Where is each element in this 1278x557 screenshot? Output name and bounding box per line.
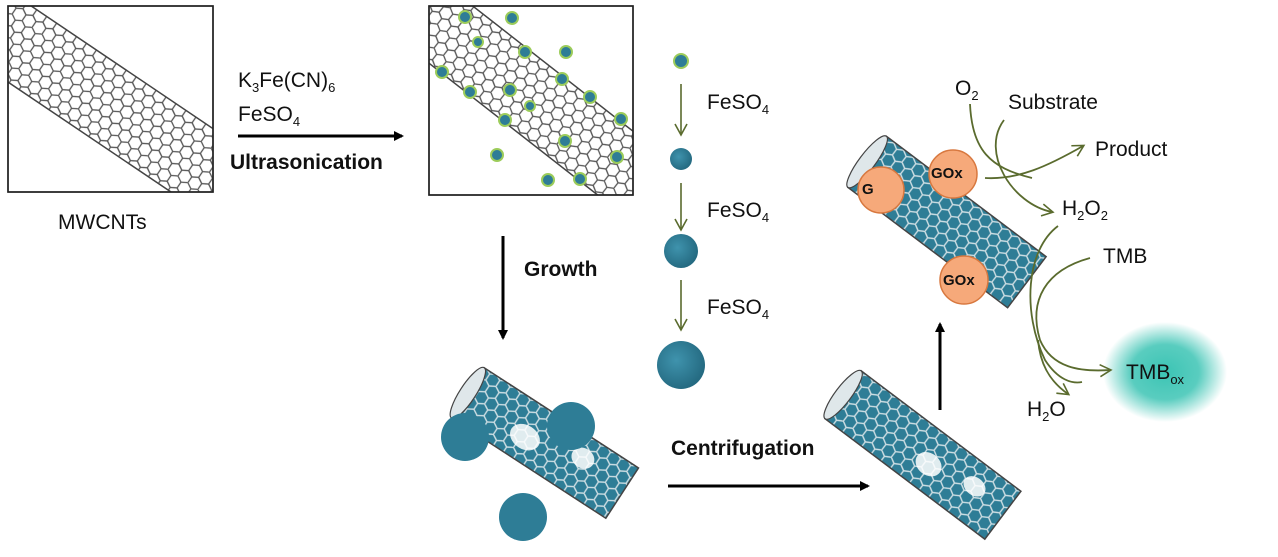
detached-particle [441,413,489,461]
substrate-label: Substrate [1008,91,1098,114]
growth-sequence [657,53,705,389]
detached-particle [547,402,595,450]
h2o-label: H2O [1027,398,1066,424]
centrifugation-label: Centrifugation [671,437,815,460]
grown-tube-with-particles [441,366,640,541]
feso4-step2: FeSO4 [707,199,770,225]
ultrasonication-label: Ultrasonication [230,151,383,174]
gox-label-partial: G [862,181,874,198]
large-particle [657,341,705,389]
tmbox-label: TMBox [1126,361,1185,387]
tmb-arrow [1035,257,1113,378]
mwcnt-tube [8,6,213,192]
h2o2-label: H2O2 [1062,197,1108,223]
mwcnts-label: MWCNTs [58,211,147,234]
product-label: Product [1095,138,1168,161]
gox-label-bottom: GOx [943,272,975,289]
gox-tube [846,135,1048,309]
gox-enzyme [928,149,978,199]
gox-enzyme [939,255,989,305]
detached-particle [499,493,547,541]
medium-particle [664,234,698,268]
substrate-arrow [994,119,1055,217]
seed-particles [435,10,628,187]
seed-particle [673,53,689,69]
tmbox-glow [1103,322,1227,422]
purified-tube [823,369,1022,541]
o2-label: O2 [955,77,979,103]
tmb-label: TMB [1103,245,1148,268]
small-particle [670,148,692,170]
h2o-arrow [1037,339,1071,396]
feso4-step1: FeSO4 [707,91,770,117]
reaction-arrows [969,103,1113,396]
gox-enzyme [857,166,905,214]
growth-label: Growth [524,258,598,281]
gox-label-top: GOx [931,165,963,182]
reagent-feso4: FeSO4 [238,103,301,129]
product-arrow [984,144,1086,180]
seeded-tube [429,6,633,195]
reagent-k3fecn6: K3Fe(CN)6 [238,69,336,95]
feso4-step3: FeSO4 [707,296,770,322]
